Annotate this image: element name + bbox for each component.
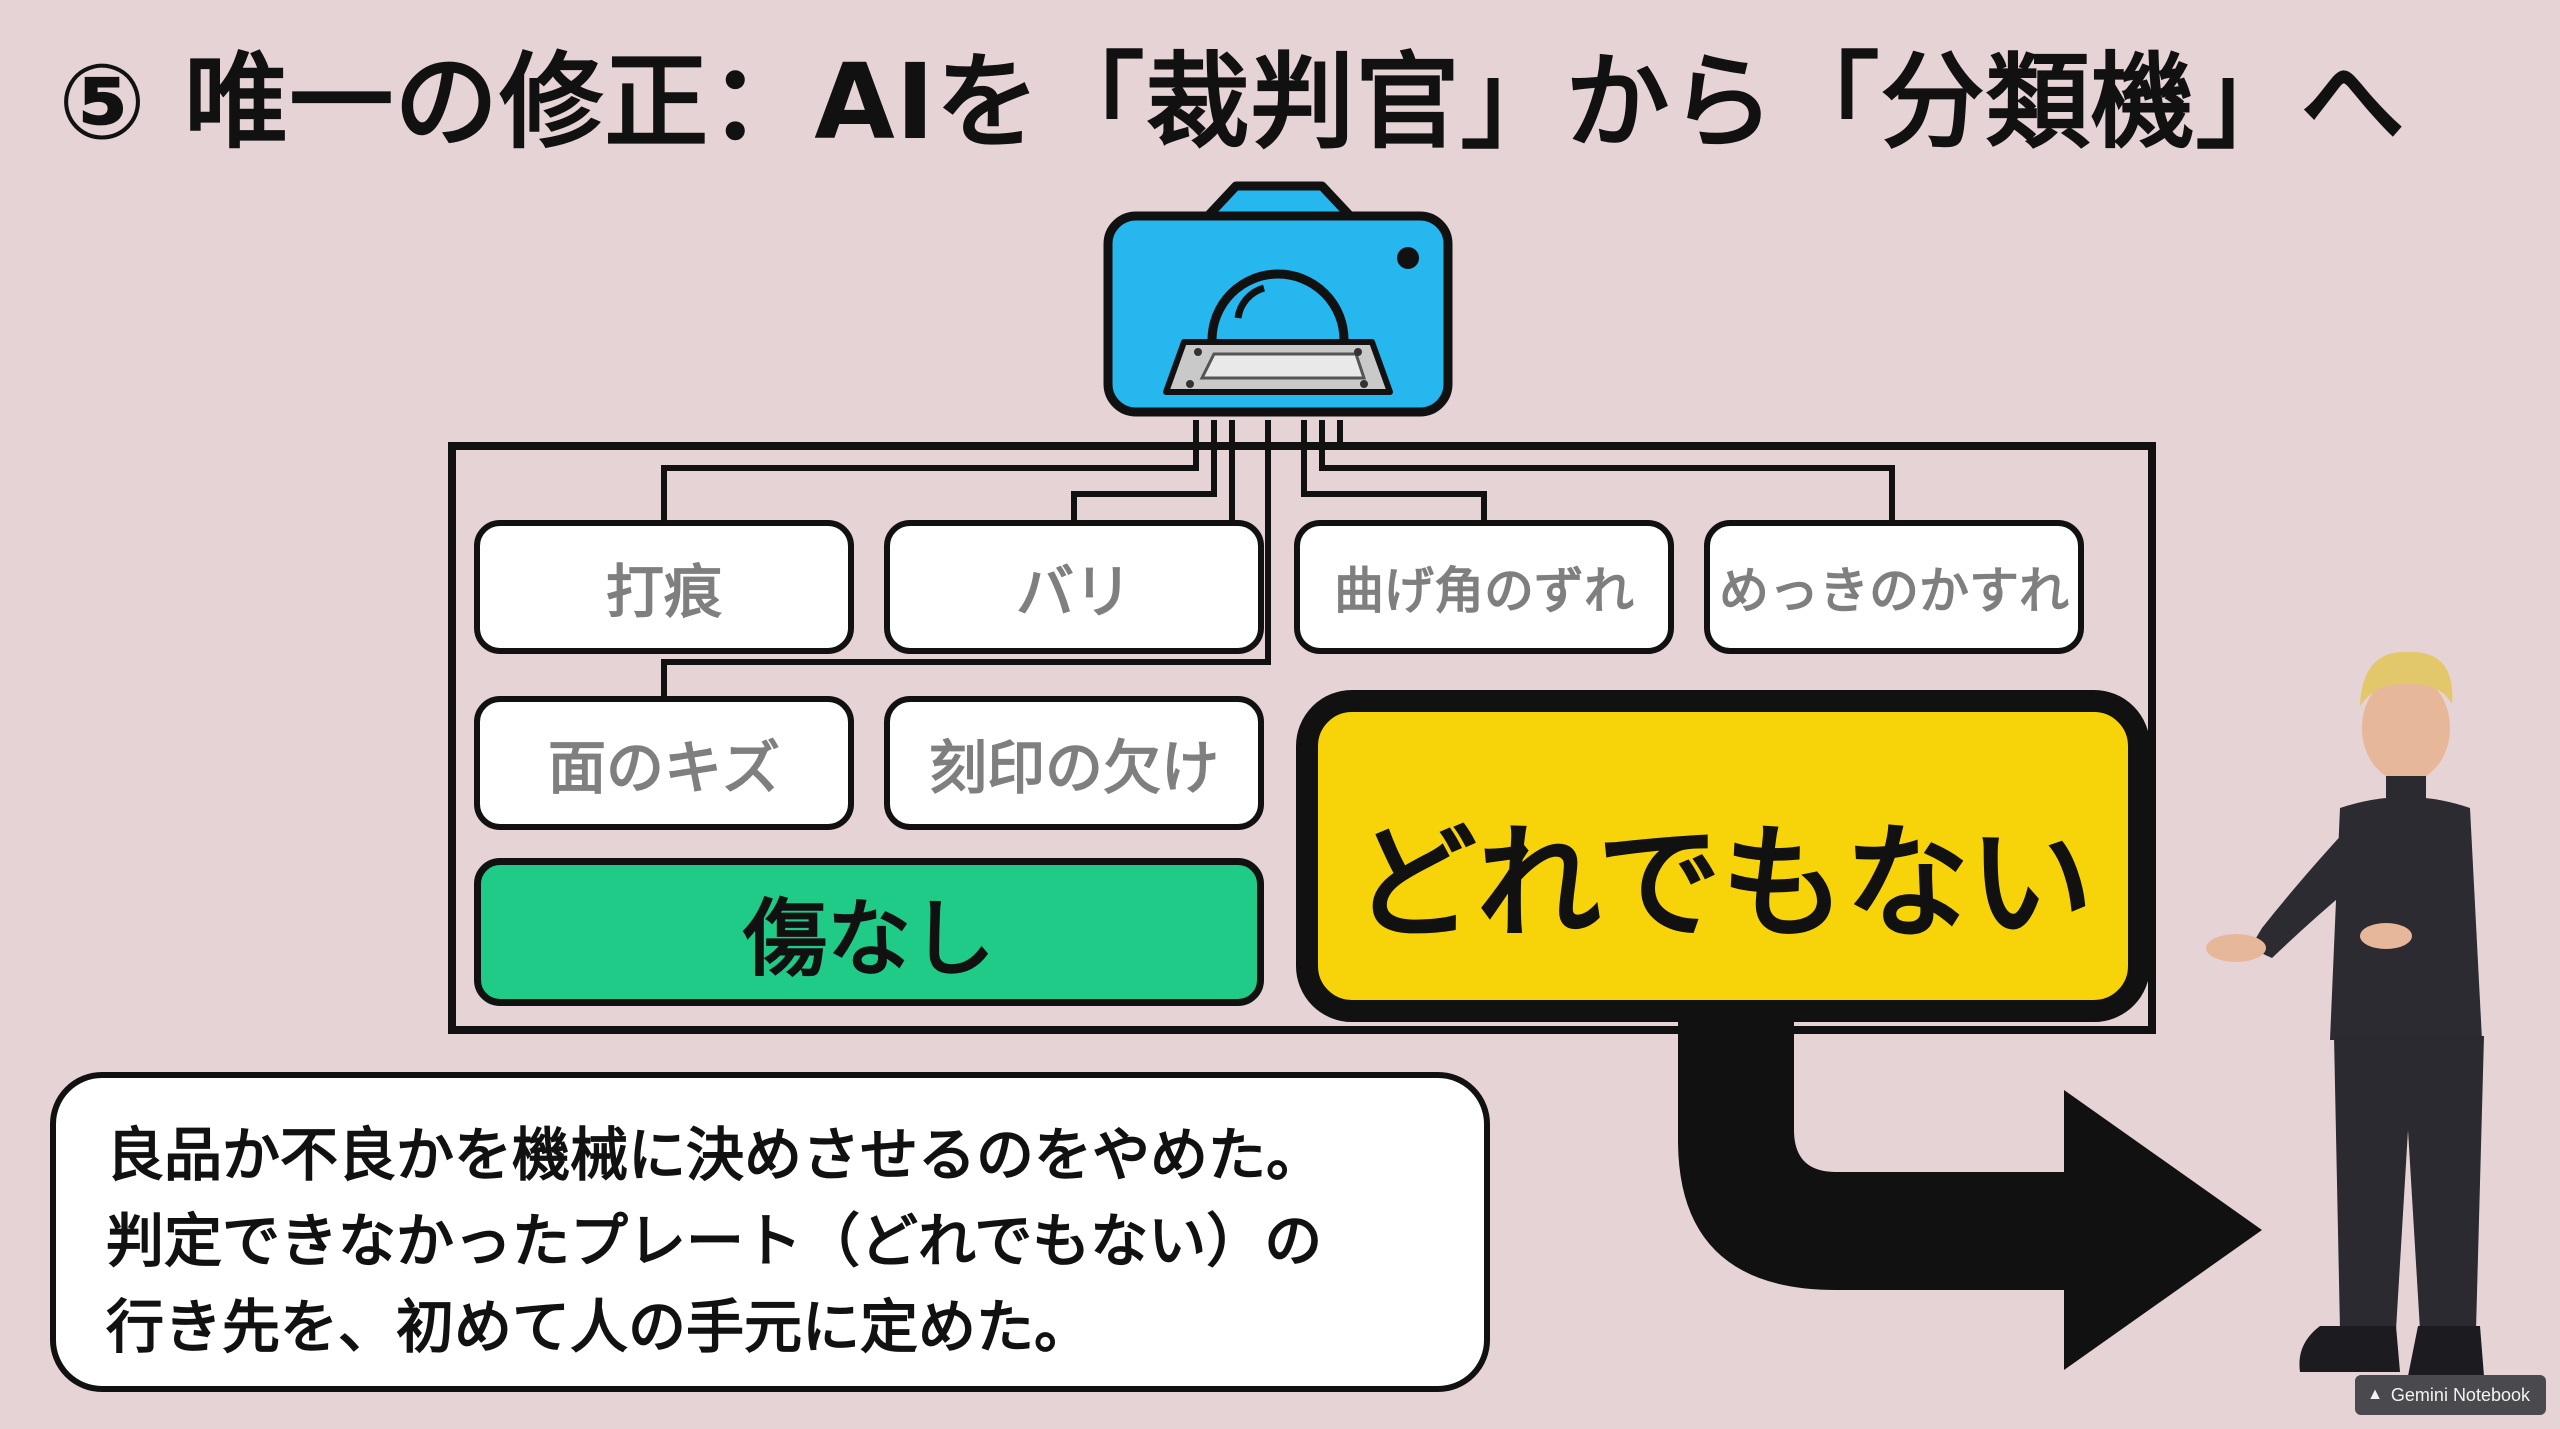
category-stamp-chip: 刻印の欠け [884, 696, 1264, 830]
category-plating-fade: めっきのかすれ [1704, 520, 2084, 654]
category-surface-scratch: 面のキズ [474, 696, 854, 830]
explanation-note: 良品か不良かを機械に決めさせるのをやめた。 判定できなかったプレート（どれでもな… [50, 1072, 1490, 1392]
note-line: 良品か不良かを機械に決めさせるのをやめた。 [106, 1121, 1325, 1189]
category-no-defect: 傷なし [474, 858, 1264, 1006]
camera-icon [1103, 181, 1453, 417]
category-burr: バリ [884, 520, 1264, 654]
note-line: 判定できなかったプレート（どれでもない）の [106, 1207, 1323, 1275]
category-none-of-the-above: どれでもない [1296, 690, 2150, 1022]
routing-arrow-icon [1678, 912, 2262, 1370]
note-line: 行き先を、初めて人の手元に定めた。 [106, 1293, 1093, 1361]
notebook-icon: ▲ [2367, 1386, 2383, 1403]
connector-lines [661, 420, 1895, 696]
badge-label: Gemini Notebook [2390, 1384, 2530, 1405]
presenter-figure [2206, 651, 2484, 1376]
slide-title: ⑤ 唯一の修正：AIを「裁判官」から「分類機」へ [58, 41, 2406, 163]
category-dent: 打痕 [474, 520, 854, 654]
category-bend-angle-deviation: 曲げ角のずれ [1294, 520, 1674, 654]
gemini-notebook-badge: ▲ Gemini Notebook [2355, 1375, 2546, 1415]
